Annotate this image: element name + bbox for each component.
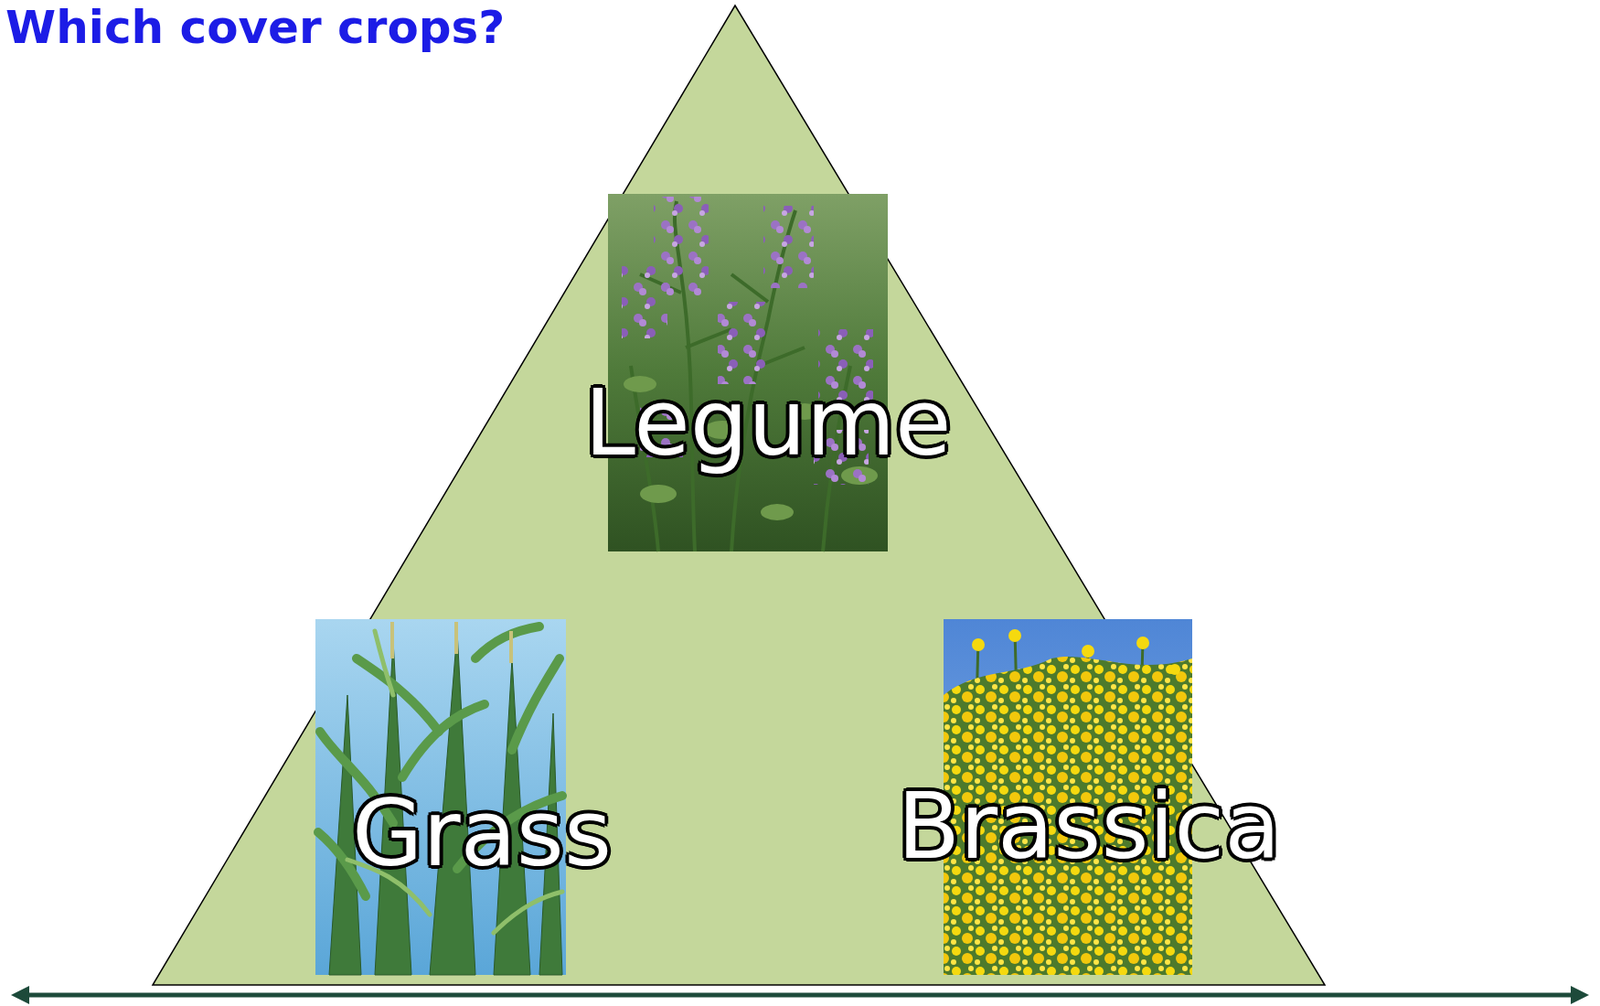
- crop-label-box: Grass: [341, 778, 623, 890]
- title: Which cover crops?: [5, 1, 505, 55]
- crop-label-box: Legume: [573, 367, 962, 480]
- triangle: [152, 5, 1325, 985]
- crop-label-box: Brassica: [885, 770, 1291, 883]
- axis-arrow: [20, 992, 1580, 998]
- crop-name: Grass: [352, 783, 612, 885]
- crop-name: Brassica: [896, 776, 1280, 877]
- crop-name: Legume: [584, 373, 951, 474]
